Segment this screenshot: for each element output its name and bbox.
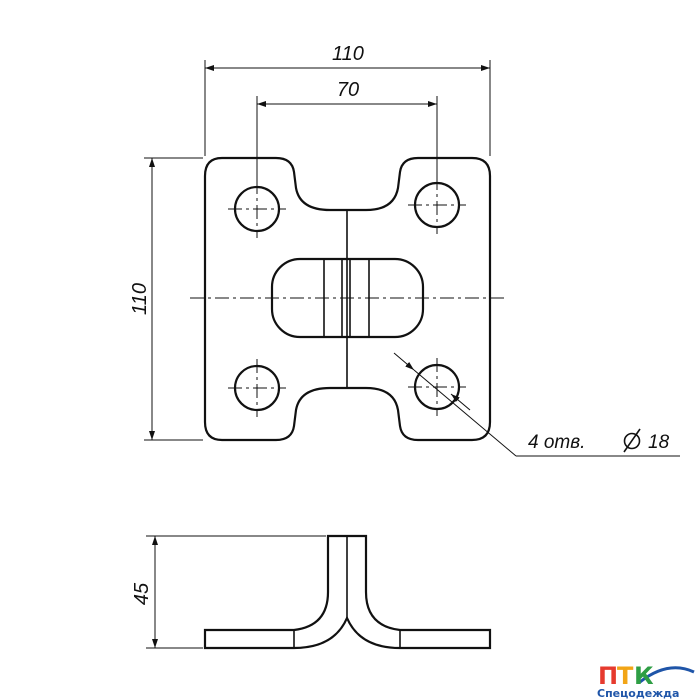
logo-subtitle: Спецодежда	[597, 687, 679, 700]
logo-letter-3: К	[634, 662, 654, 690]
diameter-symbol-icon	[623, 428, 641, 453]
logo-letter-2: Т	[617, 662, 634, 690]
bracket-profile	[203, 534, 492, 650]
dim-overall-height	[144, 157, 203, 441]
dim-bend-height	[146, 535, 326, 649]
company-logo: П Т К Спецодежда	[597, 662, 695, 700]
hole-diameter-value: 18	[648, 432, 670, 453]
hole-note-text: 4 отв.	[528, 432, 585, 453]
front-view	[203, 534, 492, 650]
dim-hole-spacing	[256, 96, 438, 190]
logo-swoosh-icon	[639, 666, 695, 684]
hole-callout	[393, 352, 680, 457]
dim-overall-width	[204, 60, 491, 156]
logo-letter-1: П	[598, 662, 618, 690]
dim-bend-label: 45	[131, 582, 153, 605]
plate-outline	[203, 156, 492, 442]
dim-height-label: 110	[129, 283, 151, 315]
dim-width-label: 110	[332, 43, 364, 65]
dim-spacing-label: 70	[337, 79, 359, 101]
